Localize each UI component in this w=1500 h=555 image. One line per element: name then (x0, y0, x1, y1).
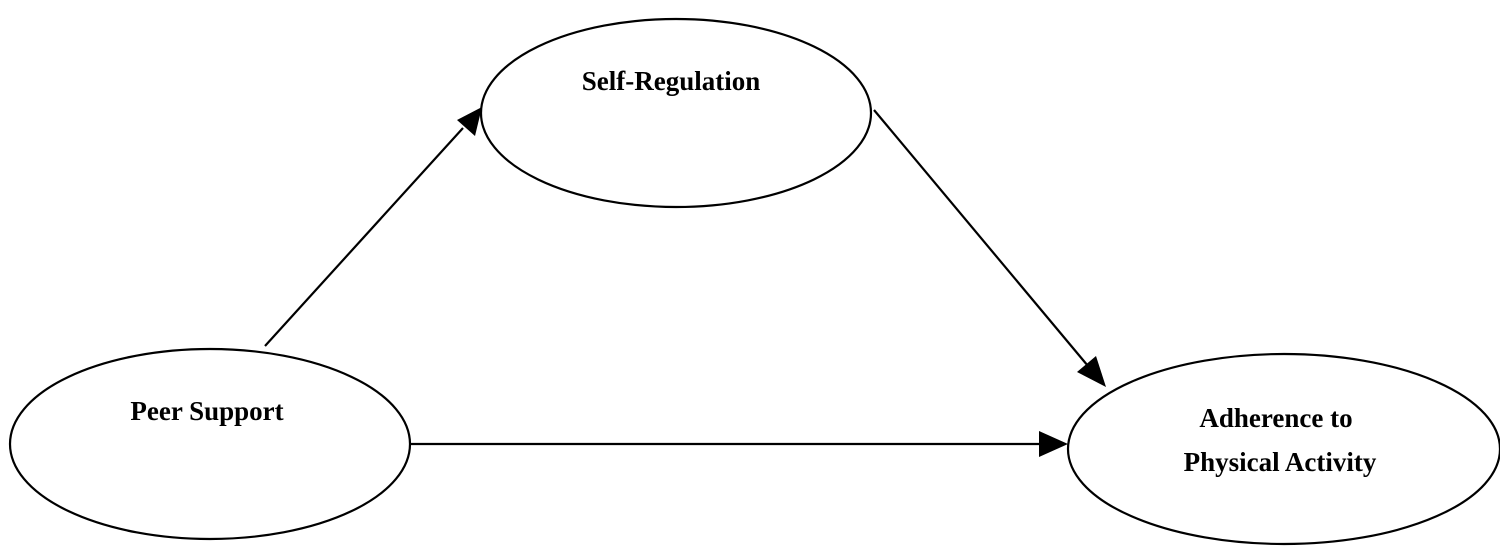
node-adherence: Adherence to Physical Activity (1066, 352, 1500, 546)
edge-line (873, 109, 1089, 367)
node-label-adherence-line1: Adherence to (1199, 403, 1352, 433)
edge-peer-support-to-self-regulation (264, 107, 482, 347)
arrowhead-icon (1039, 431, 1068, 457)
node-peer-support: Peer Support (8, 347, 412, 541)
node-self-regulation: Self-Regulation (479, 17, 873, 209)
edge-self-regulation-to-adherence (873, 109, 1106, 387)
node-ellipse (479, 17, 873, 209)
node-label-adherence-line2: Physical Activity (1184, 447, 1377, 477)
edge-line (264, 127, 464, 347)
edge-peer-support-to-adherence (411, 431, 1068, 457)
node-label-peer-support: Peer Support (130, 396, 283, 426)
node-label-self-regulation: Self-Regulation (582, 66, 761, 96)
node-ellipse (8, 347, 412, 541)
node-ellipse (1066, 352, 1500, 546)
arrowhead-icon (457, 107, 482, 136)
arrowhead-icon (1077, 356, 1106, 387)
